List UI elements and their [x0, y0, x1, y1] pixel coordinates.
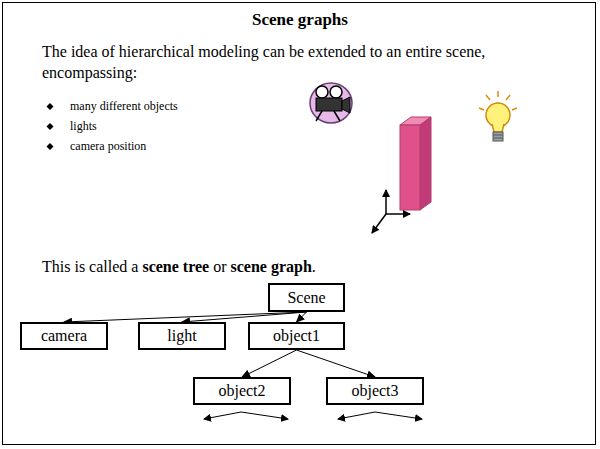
sentence-text: . — [312, 258, 316, 275]
node-label: light — [167, 327, 196, 345]
tree-edge — [297, 312, 307, 322]
tree-node-box: Scene — [268, 283, 345, 312]
node-label: camera — [41, 327, 87, 345]
slide-title: Scene graphs — [0, 10, 600, 30]
intro-paragraph: The idea of hierarchical modeling can be… — [42, 41, 552, 83]
tree-edge — [64, 312, 307, 322]
tree-node-box: object2 — [193, 377, 291, 405]
sentence-text: This is called a — [42, 258, 138, 275]
bullet-item: many different objects — [70, 99, 178, 114]
node-label: object3 — [351, 382, 398, 400]
sentence-line: This is called ascene treeor scene graph. — [42, 258, 316, 276]
bullet-diamonds — [47, 103, 54, 150]
tree-node-box: light — [138, 322, 226, 350]
axes — [372, 190, 410, 233]
node-label: Scene — [287, 289, 325, 307]
pink-box — [400, 117, 431, 210]
emphasis-term: scene tree — [142, 258, 209, 275]
bullet-item: lights — [70, 119, 97, 134]
emphasis-term: scene graph — [231, 258, 312, 275]
tree-node-box: object3 — [326, 377, 424, 405]
node-label: object1 — [273, 327, 320, 345]
tree-edge — [182, 312, 307, 322]
bullet-item: camera position — [70, 139, 146, 154]
camera-icon — [310, 83, 352, 123]
tree-node-box: camera — [20, 322, 108, 350]
sentence-text: or — [213, 258, 226, 275]
node-label: object2 — [218, 382, 265, 400]
tree-edge — [242, 350, 297, 377]
lightbulb-icon — [479, 91, 517, 141]
tree-node-box: object1 — [248, 322, 345, 350]
dangling-arrows — [204, 412, 422, 419]
tree-edge — [297, 350, 376, 377]
